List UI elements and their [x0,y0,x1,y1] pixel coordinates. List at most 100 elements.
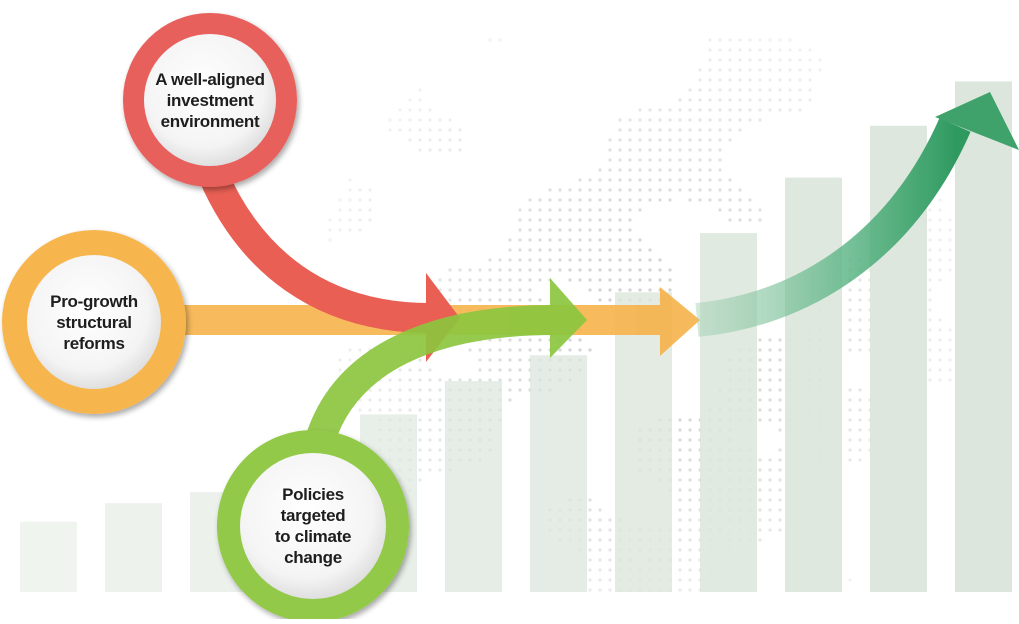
globe-dot [398,378,402,382]
globe-dot [648,148,652,152]
globe-dot [638,118,642,122]
globe-dot [678,138,682,142]
globe-dot [798,58,802,62]
globe-dot [618,238,622,242]
globe-dot [488,288,492,292]
globe-dot [648,288,652,292]
globe-dot [678,148,682,152]
globe-dot [778,448,782,452]
globe-dot [508,288,512,292]
globe-dot [418,358,422,362]
globe-dot [708,128,712,132]
globe-dot [438,448,442,452]
globe-dot [718,38,722,42]
globe-dot [408,378,412,382]
globe-dot [438,438,442,442]
globe-dot [608,188,612,192]
globe-dot [738,208,742,212]
globe-dot [358,228,362,232]
globe-dot [358,188,362,192]
globe-dot [758,78,762,82]
globe-dot [508,338,512,342]
globe-dot [488,268,492,272]
background-bar [445,381,502,592]
globe-dot [738,108,742,112]
globe-dot [758,358,762,362]
globe-dot [418,128,422,132]
globe-dot [678,98,682,102]
globe-dot [848,408,852,412]
globe-dot [768,408,772,412]
globe-dot [668,148,672,152]
globe-dot [518,288,522,292]
globe-dot [648,248,652,252]
globe-dot [518,248,522,252]
globe-dot [598,508,602,512]
globe-dot [858,328,862,332]
globe-dot [718,58,722,62]
globe-dot [518,268,522,272]
globe-dot [578,248,582,252]
globe-dot [668,268,672,272]
globe-dot [598,188,602,192]
globe-dot [438,458,442,462]
globe-dot [588,508,592,512]
globe-dot [778,408,782,412]
globe-dot [658,198,662,202]
globe-dot [368,198,372,202]
globe-dot [418,108,422,112]
globe-dot [438,428,442,432]
globe-dot [948,338,952,342]
globe-dot [598,218,602,222]
globe-dot [528,348,532,352]
globe-dot [738,218,742,222]
globe-dot [628,178,632,182]
globe-dot [608,248,612,252]
globe-dot [408,128,412,132]
globe-dot [948,228,952,232]
globe-dot [788,88,792,92]
globe-dot [528,278,532,282]
globe-dot [708,78,712,82]
globe-dot [508,388,512,392]
globe-dot [848,288,852,292]
globe-dot [728,128,732,132]
globe-dot [658,148,662,152]
globe-dot [948,378,952,382]
globe-dot [498,368,502,372]
globe-dot [688,148,692,152]
globe-dot [348,198,352,202]
globe-dot [748,118,752,122]
globe-dot [458,148,462,152]
globe-dot [758,88,762,92]
globe-dot [568,218,572,222]
globe-dot [758,478,762,482]
globe-dot [618,228,622,232]
globe-dot [858,318,862,322]
globe-dot [728,78,732,82]
globe-dot [498,38,502,42]
globe-dot [928,258,932,262]
globe-dot [478,278,482,282]
globe-dot [748,58,752,62]
globe-dot [468,378,472,382]
globe-dot [478,368,482,372]
globe-dot [708,38,712,42]
globe-dot [678,178,682,182]
globe-dot [768,498,772,502]
globe-dot [498,268,502,272]
globe-dot [668,118,672,122]
globe-dot [498,338,502,342]
globe-dot [448,298,452,302]
globe-dot [468,298,472,302]
globe-dot [388,378,392,382]
globe-dot [678,188,682,192]
globe-dot [378,388,382,392]
globe-dot [358,348,362,352]
globe-dot [638,168,642,172]
globe-dot [818,58,822,62]
globe-dot [518,298,522,302]
climate-arrow [305,278,587,445]
globe-dot [498,278,502,282]
globe-dot [438,128,442,132]
